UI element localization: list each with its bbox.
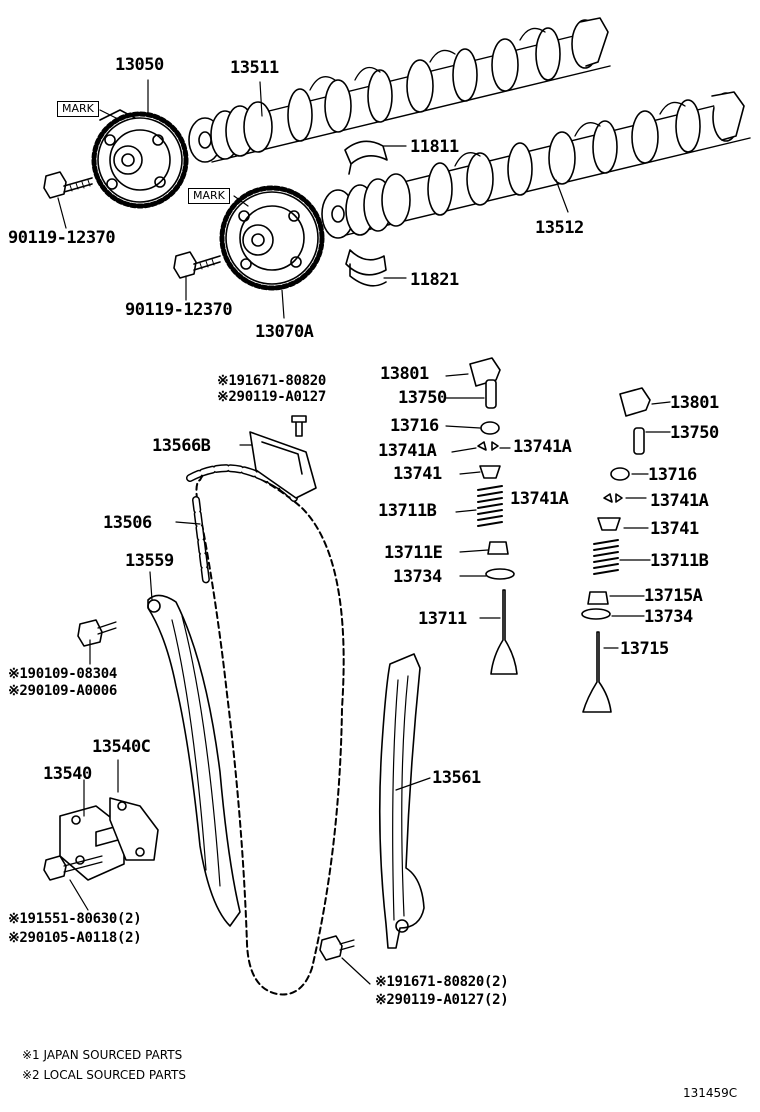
bolt-90119-12370-b-drawing: [173, 251, 221, 301]
vvt-sprocket-13070a-drawing: [219, 185, 325, 291]
chain-tensioner-13540-drawing: [43, 759, 159, 911]
label-13711e: 13711E: [384, 543, 443, 563]
label-13506: 13506: [103, 513, 152, 533]
label-13715: 13715: [620, 639, 669, 659]
label-13540: 13540: [43, 764, 92, 784]
label-chain-guide-bolt-2: ※290119-A0127: [217, 389, 326, 405]
bearing-11821-drawing: [345, 249, 387, 287]
label-13559: 13559: [125, 551, 174, 571]
bolt-90119-12370-a-drawing: [43, 171, 93, 229]
chain-slipper-13559-drawing: [77, 594, 241, 927]
label-13801-right: 13801: [670, 393, 719, 413]
label-bolt-90119-12370-a: 90119-12370: [8, 228, 116, 248]
label-13511: 13511: [230, 58, 279, 78]
leader-lines: [99, 79, 569, 601]
bearing-11811-drawing: [344, 140, 388, 175]
footnote-japan-sourced: ※1 JAPAN SOURCED PARTS: [22, 1048, 183, 1062]
label-chain-guide-bolt-1: ※191671-80820: [217, 373, 326, 389]
label-13716-right: 13716: [648, 465, 697, 485]
label-13741a-right-a: 13741A: [510, 489, 569, 509]
label-damper-bolt-1: ※191671-80820(2): [375, 974, 509, 990]
camshaft-13512-drawing: [321, 91, 751, 239]
label-13540c: 13540C: [92, 737, 151, 757]
valve-train-right-drawing: [581, 387, 671, 713]
label-damper-bolt-2: ※290119-A0127(2): [375, 992, 509, 1008]
label-13741a-left-b: 13741A: [513, 437, 572, 457]
label-13715a: 13715A: [644, 586, 703, 606]
label-13716-left: 13716: [390, 416, 439, 436]
label-13750-left: 13750: [398, 388, 447, 408]
footnote-local-sourced: ※2 LOCAL SOURCED PARTS: [22, 1068, 186, 1082]
label-13741-right: 13741: [650, 519, 699, 539]
label-13711: 13711: [418, 609, 467, 629]
mark-label-1: MARK: [57, 101, 99, 117]
label-13750-right: 13750: [670, 423, 719, 443]
label-bolt-90119-12370-b: 90119-12370: [125, 300, 233, 320]
label-13741a-right-b: 13741A: [650, 491, 709, 511]
label-13566b: 13566B: [152, 436, 211, 456]
vvt-sprocket-13050-drawing: [91, 109, 189, 209]
mark-label-2: MARK: [188, 188, 230, 204]
label-slipper-bolt-1: ※190109-08304: [8, 666, 117, 682]
camshaft-13511-drawing: [188, 17, 611, 163]
label-13734-right: 13734: [644, 607, 693, 627]
label-11811: 11811: [410, 137, 459, 157]
label-slipper-bolt-2: ※290109-A0006: [8, 683, 117, 699]
label-13711b-left: 13711B: [378, 501, 437, 521]
label-11821: 11821: [410, 270, 459, 290]
chain-guide-13566b-drawing: [249, 415, 317, 499]
label-13741-left: 13741: [393, 464, 442, 484]
label-13734-left: 13734: [393, 567, 442, 587]
label-13070a: 13070A: [255, 322, 314, 342]
label-tensioner-bolt-2: ※290105-A0118(2): [8, 930, 142, 946]
label-13050: 13050: [115, 55, 164, 75]
label-13801-left: 13801: [380, 364, 429, 384]
chain-damper-13561-drawing: [319, 653, 431, 985]
label-13711b-right: 13711B: [650, 551, 709, 571]
diagram-id: 131459C: [683, 1086, 738, 1100]
label-tensioner-bolt-1: ※191551-80630(2): [8, 911, 142, 927]
label-13741a-left-a: 13741A: [378, 441, 437, 461]
label-13561: 13561: [432, 768, 481, 788]
label-13512: 13512: [535, 218, 584, 238]
valve-train-left-drawing: [445, 357, 518, 675]
